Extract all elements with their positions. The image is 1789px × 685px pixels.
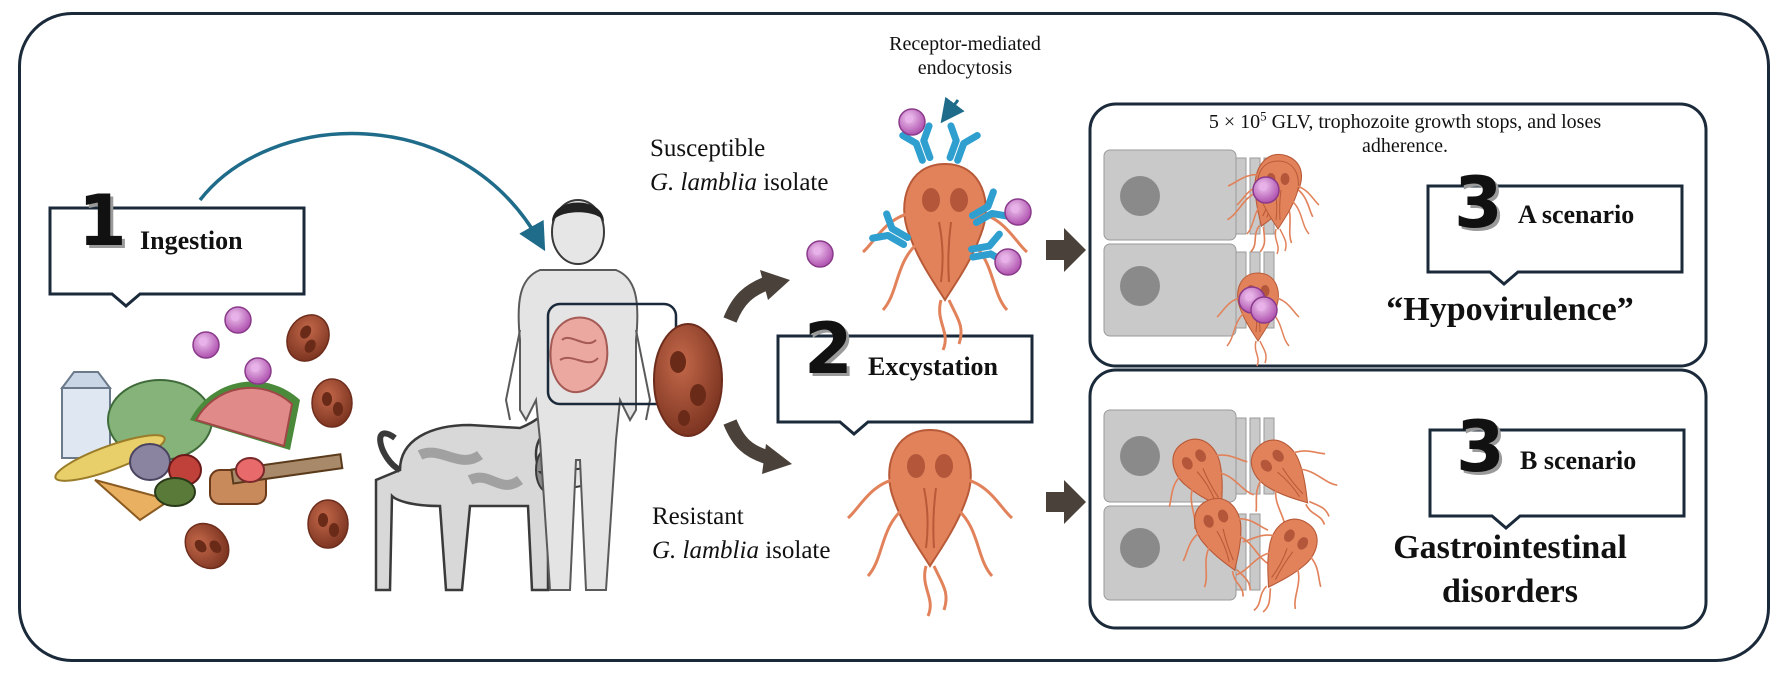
- step-3a-label: A scenario: [1518, 200, 1635, 229]
- scenario-b-callout: [1428, 428, 1686, 530]
- food-illustration: [54, 371, 344, 522]
- scenario-a-callout: [1426, 184, 1684, 286]
- endocytosis-pointer: [940, 96, 965, 124]
- step-1-number: 1: [78, 180, 127, 262]
- gastrointestinal-outcome: Gastrointestinal disorders: [1393, 529, 1627, 610]
- outer-frame: [18, 12, 1770, 662]
- arrow-down: [723, 419, 773, 465]
- ingestion-arrow: [198, 131, 546, 252]
- susceptible-line2: G. lamblia isolate: [650, 169, 829, 196]
- resistant-line2: G. lamblia isolate: [652, 537, 831, 564]
- resistant-line1: Resistant: [652, 503, 744, 530]
- endocytosis-label: Receptor-mediated endocytosis: [889, 33, 1041, 79]
- step-2-label: Excystation: [868, 352, 998, 381]
- hypovirulence-outcome: “Hypovirulence”: [1386, 291, 1634, 328]
- resistant-trophozoite: [846, 428, 1014, 618]
- step-1-label: Ingestion: [140, 226, 243, 255]
- scenario-a-cells: [1103, 149, 1275, 337]
- step-3b-label: B scenario: [1520, 446, 1637, 475]
- excystation-callout: [776, 334, 1034, 436]
- step-3b-number: 3: [1456, 406, 1505, 488]
- large-cyst: [653, 323, 723, 437]
- ingestion-callout: [48, 206, 306, 308]
- step-2-number: 2: [804, 308, 853, 390]
- arrow-up: [723, 275, 773, 323]
- human-illustration: [504, 199, 652, 591]
- susceptible-line1: Susceptible: [650, 135, 766, 162]
- step-3a-number: 3: [1454, 162, 1503, 244]
- scenario-a-note: 5 × 105 GLV, trophozoite growth stops, a…: [1208, 108, 1602, 157]
